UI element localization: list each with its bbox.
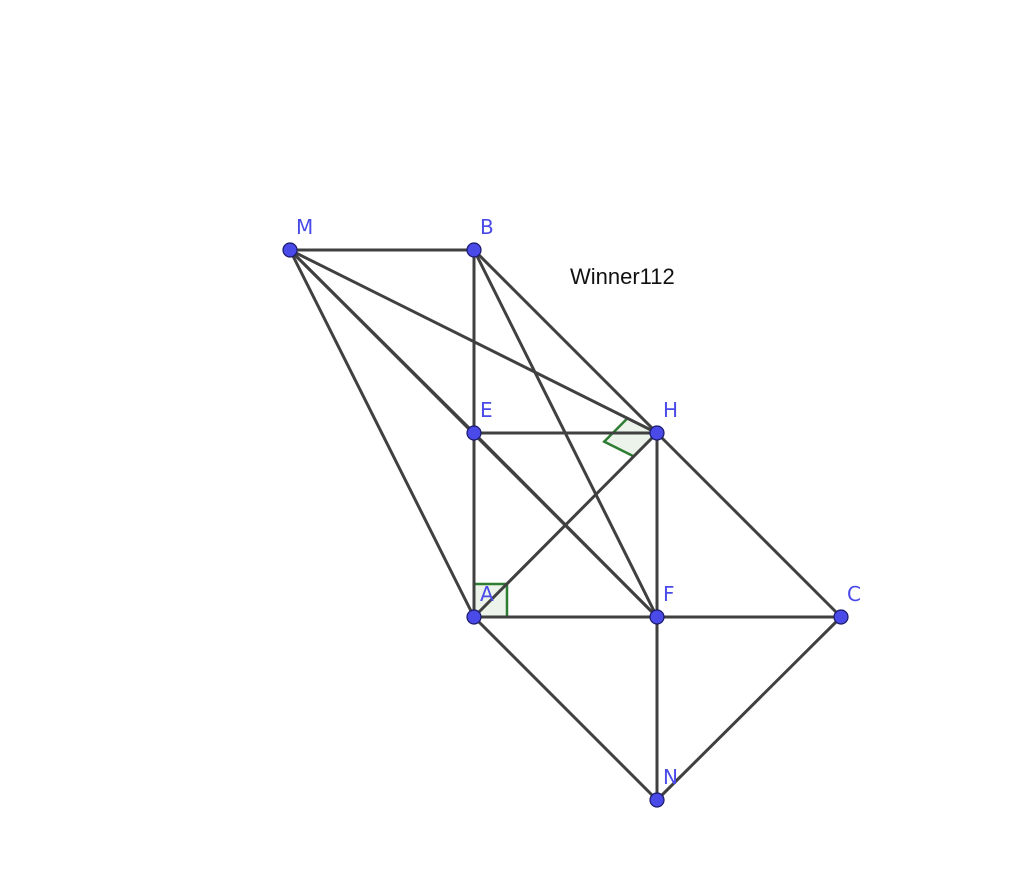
point-a	[466, 609, 482, 625]
point-b	[466, 242, 482, 258]
point-label-h: H	[663, 398, 678, 422]
segment-cn	[655, 615, 843, 802]
segment-bh	[472, 248, 659, 435]
point-label-e: E	[480, 398, 493, 422]
figure-caption: Winner112	[570, 264, 675, 289]
point-n	[649, 792, 665, 808]
segment-ha	[472, 431, 659, 619]
point-m	[282, 242, 298, 258]
point-e	[466, 425, 482, 441]
point-labels: M B E H A F C N	[296, 215, 861, 789]
segment-hc	[655, 431, 843, 619]
segment-ma	[288, 248, 476, 619]
point-label-b: B	[480, 215, 494, 239]
segment-an	[472, 615, 659, 802]
points	[282, 242, 849, 808]
point-f	[649, 609, 665, 625]
right-angle-markers	[472, 416, 660, 619]
point-label-n: N	[663, 765, 678, 789]
point-label-c: C	[847, 582, 861, 606]
point-h	[649, 425, 665, 441]
point-c	[833, 609, 849, 625]
point-label-m: M	[296, 215, 313, 239]
segments	[288, 248, 843, 802]
point-label-f: F	[663, 582, 675, 606]
point-label-a: A	[480, 582, 494, 606]
